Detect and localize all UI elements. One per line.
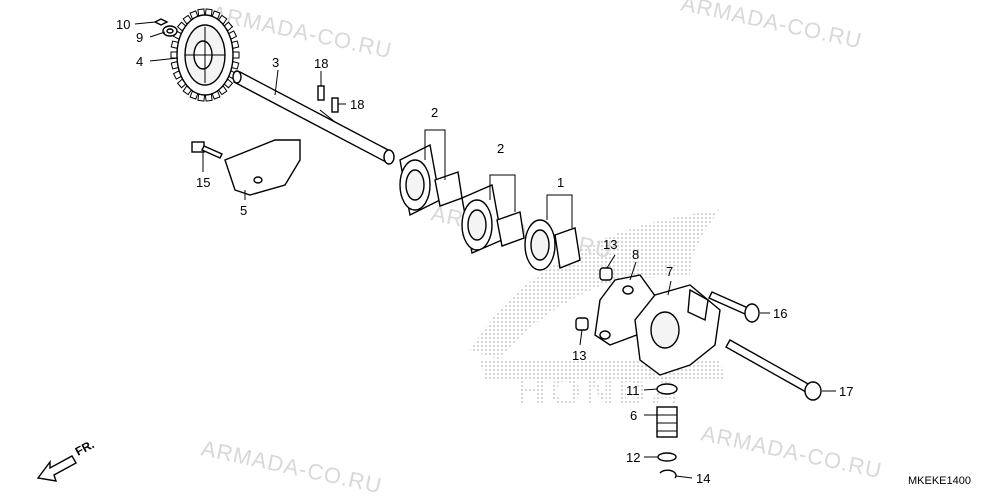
rotor-set-part-2b [461,184,525,254]
pin-part-18 [331,97,339,113]
callout-7: 7 [666,264,673,279]
plate-part-5 [224,139,301,196]
callout-15: 15 [196,175,210,190]
ring-part-12 [657,452,677,462]
callout-11: 11 [626,383,640,398]
nut-part-10 [153,18,169,26]
callout-16: 16 [773,306,787,321]
front-direction-indicator: FR. [36,437,97,482]
callout-1: 1 [557,175,564,190]
callout-2: 2 [431,105,438,120]
bolt-part-16 [708,291,760,323]
watermark-text: ARMADA-CO.RU [679,0,865,53]
gear-part-4 [170,8,240,102]
rotor-set-part-2a [399,143,463,217]
honda-logo-text: HONDA [517,370,684,414]
callout-2: 2 [497,141,504,156]
callout-13: 13 [603,237,617,252]
callout-9: 9 [136,30,143,45]
front-arrow-icon [36,455,77,482]
watermark-text: ARMADA-CO.RU [199,435,385,498]
callout-14: 14 [696,471,710,486]
callout-labels: 10 9 4 3 18 18 15 5 2 2 1 13 13 8 7 16 1… [116,17,853,486]
callout-18: 18 [350,97,364,112]
gear-tooth [232,51,240,59]
callout-6: 6 [630,408,637,423]
o-ring-part-11 [656,383,678,395]
callout-18: 18 [314,56,328,71]
bolt-part-17 [725,339,822,401]
callout-5: 5 [240,203,247,218]
dowel-part-13 [599,267,613,281]
rotor-set-part-1 [524,219,581,271]
bolt-part-15 [191,141,223,159]
dowel-part-13 [575,317,589,331]
shaft-part-3 [232,70,395,165]
pump-body-part-7 [634,284,721,376]
honda-wing-logo: HONDA [470,210,725,414]
callout-12: 12 [626,450,640,465]
callout-4: 4 [136,54,143,69]
leader-lines [134,21,836,479]
callout-8: 8 [632,247,639,262]
callout-10: 10 [116,17,130,32]
callout-17: 17 [839,384,853,399]
gear-tooth [170,51,178,59]
callout-3: 3 [272,55,279,70]
clip-part-14 [659,469,677,479]
watermark-text: ARMADA-CO.RU [699,420,885,483]
front-label: FR. [73,437,97,458]
diagram-code: MKEKE1400 [908,475,971,487]
fitting-part-6 [656,406,678,438]
callout-13: 13 [572,348,586,363]
pin-part-18 [317,85,325,101]
